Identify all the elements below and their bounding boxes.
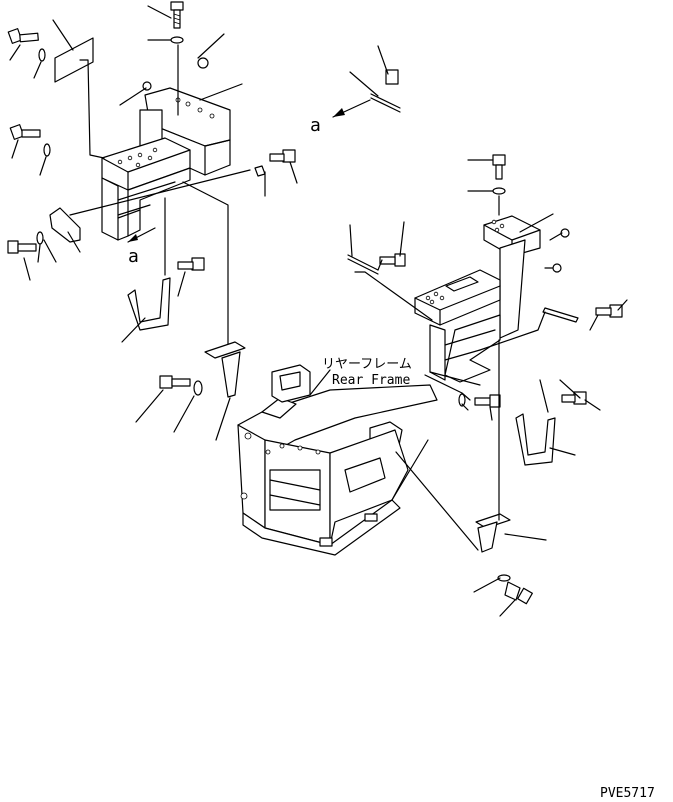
left-step-bracket bbox=[101, 87, 231, 241]
callout-english: Rear Frame bbox=[332, 373, 410, 388]
rear-frame-callout: リヤーフレーム Rear Frame bbox=[309, 357, 412, 396]
bolt-right-mid bbox=[379, 253, 406, 267]
view-arrow-left: a bbox=[127, 227, 156, 267]
bolt-right-side bbox=[542, 304, 623, 323]
nut-right bbox=[552, 228, 570, 273]
center-bolt bbox=[135, 375, 203, 433]
bolt-hanger bbox=[177, 257, 205, 271]
drawing-code: PVE5717 bbox=[600, 786, 655, 801]
bolt-lower-left bbox=[7, 231, 44, 254]
bolt-mid-right bbox=[254, 149, 296, 177]
left-hanger-bracket bbox=[127, 277, 171, 331]
nut-top bbox=[142, 57, 209, 91]
left-bolt-set bbox=[7, 1, 296, 271]
right-bolt-set bbox=[347, 154, 623, 605]
pin-right bbox=[347, 254, 379, 275]
right-hanger-bracket bbox=[515, 413, 556, 466]
right-leader-lines bbox=[349, 159, 628, 617]
bolt-right-lower bbox=[458, 393, 501, 408]
bolt-mid-left bbox=[9, 124, 51, 157]
right-step-bracket bbox=[414, 215, 541, 386]
pin-top bbox=[349, 45, 401, 113]
bolt-upper-left bbox=[7, 28, 46, 62]
center-step-plate bbox=[204, 341, 246, 441]
left-leader-lines bbox=[9, 5, 298, 349]
bolt-right-hanger bbox=[561, 391, 587, 405]
bolt-right-top bbox=[492, 154, 506, 195]
left-small-plate bbox=[49, 207, 81, 243]
right-bottom-step-plate bbox=[475, 513, 511, 553]
rear-frame bbox=[237, 364, 438, 556]
view-label-a-left: a bbox=[128, 246, 139, 267]
view-label-a-top: a bbox=[310, 115, 321, 136]
left-cover-plate bbox=[54, 37, 94, 83]
view-arrow-top: a bbox=[310, 99, 371, 136]
bolt-top bbox=[170, 1, 184, 44]
callout-japanese: リヤーフレーム bbox=[322, 357, 412, 372]
bolt-right-bottom bbox=[497, 574, 533, 605]
